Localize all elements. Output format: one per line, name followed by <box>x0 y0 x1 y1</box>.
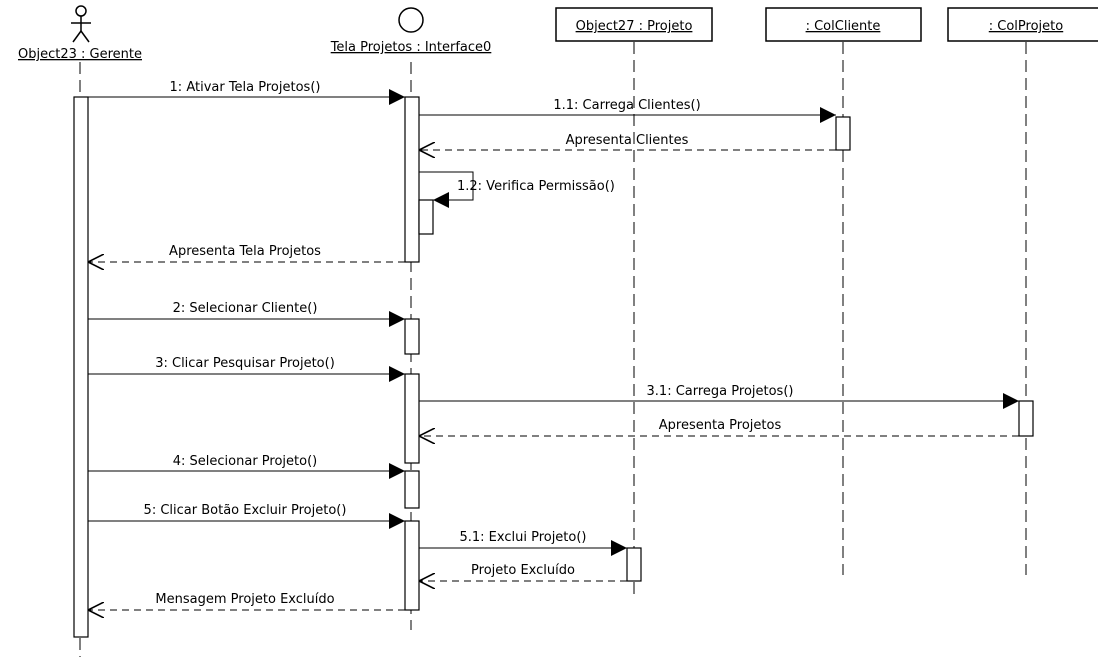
object-box <box>947 7 1098 42</box>
message-label: 1: Ativar Tela Projetos() <box>170 80 321 95</box>
message-label: Apresenta Projetos <box>659 418 782 433</box>
self-message-arrow <box>419 171 474 208</box>
message-label: 3.1: Carrega Projetos() <box>647 384 794 399</box>
message-label: 5.1: Exclui Projeto() <box>459 530 586 545</box>
message-label: Projeto Excluído <box>471 563 575 578</box>
activation-bar-tela <box>404 373 420 464</box>
participant-label: : ColCliente <box>806 19 881 34</box>
participant-label: : ColProjeto <box>989 19 1063 34</box>
message-label: 4: Selecionar Projeto() <box>173 454 317 469</box>
object-box <box>765 7 922 42</box>
participant-label: Object23 : Gerente <box>18 47 142 62</box>
actor-icon <box>71 5 91 43</box>
message-label: 5: Clicar Botão Excluir Projeto() <box>144 503 347 518</box>
object-box <box>555 7 713 42</box>
message-label: Mensagem Projeto Excluído <box>155 592 334 607</box>
activation-bar-tela <box>404 318 420 355</box>
participant-colcliente: : ColCliente <box>765 7 922 42</box>
message-label: 3: Clicar Pesquisar Projeto() <box>155 356 335 371</box>
activation-bar-gerente <box>73 96 89 638</box>
activation-bar-tela <box>404 520 420 611</box>
boundary-icon <box>398 7 424 33</box>
activation-bar-tela <box>404 96 420 263</box>
message-label: Apresenta Clientes <box>566 133 689 148</box>
message-label: Apresenta Tela Projetos <box>169 244 321 259</box>
activation-bar-tela-self <box>418 199 434 235</box>
activation-bar-projeto <box>626 547 642 582</box>
activation-bar-tela <box>404 470 420 509</box>
activation-bar-colprojeto <box>1018 400 1034 437</box>
activation-bar-colcliente <box>835 116 851 151</box>
message-label: 1.1: Carrega Clientes() <box>553 98 700 113</box>
message-label: 2: Selecionar Cliente() <box>173 301 318 316</box>
participant-label: Object27 : Projeto <box>576 19 693 34</box>
participant-colprojeto: : ColProjeto <box>947 7 1098 42</box>
participant-tela: Tela Projetos : Interface0 <box>330 7 492 55</box>
message-label: 1.2: Verifica Permissão() <box>457 179 615 194</box>
participant-label: Tela Projetos : Interface0 <box>330 40 492 55</box>
participant-projeto: Object27 : Projeto <box>555 7 713 42</box>
participant-gerente: Object23 : Gerente <box>18 5 142 62</box>
